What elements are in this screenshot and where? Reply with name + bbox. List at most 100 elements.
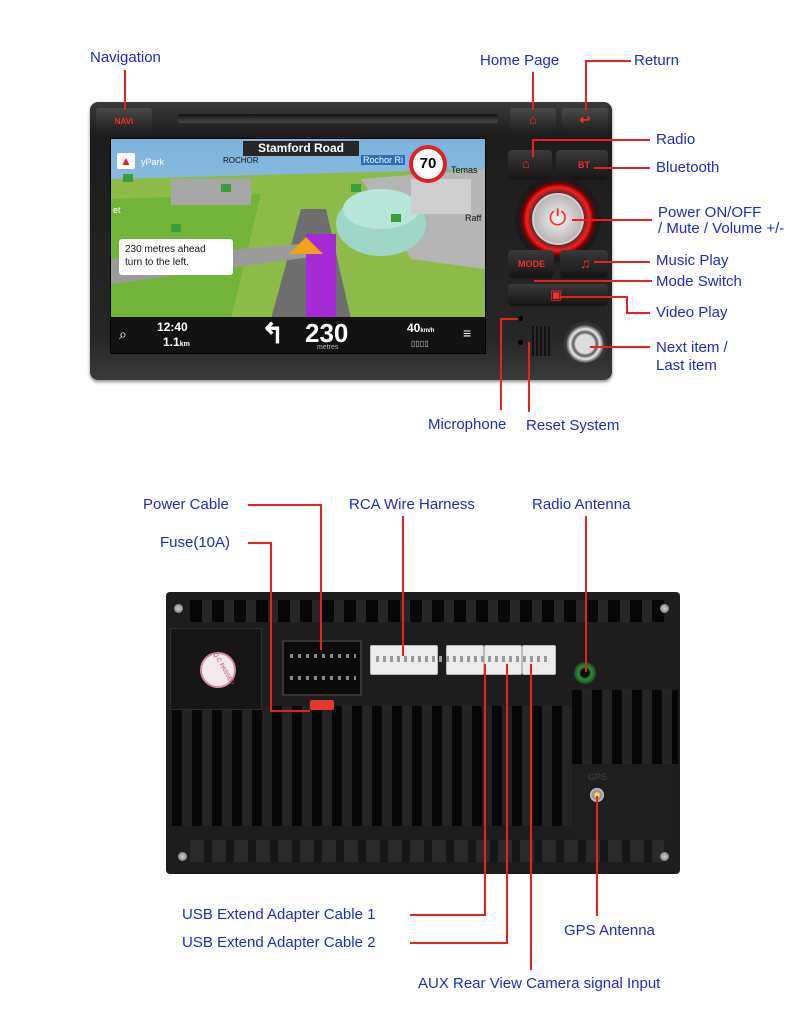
leader-fuse-v — [270, 542, 272, 712]
screw-top-right — [660, 604, 669, 613]
map-label-et: et — [113, 205, 121, 215]
map-label-temas: Temas — [451, 165, 478, 175]
speed-value: 40 — [407, 321, 421, 335]
video-button[interactable]: ▣ — [508, 284, 608, 306]
power-volume-knob[interactable]: ⏻ — [515, 176, 601, 262]
radio-icon: ⌂ — [522, 156, 530, 171]
return-button[interactable]: ↩ — [562, 108, 608, 132]
leader-next — [590, 346, 650, 348]
label-gps-antenna: GPS Antenna — [564, 922, 655, 939]
leader-usb1-v — [484, 664, 486, 916]
rear-right-fins — [572, 690, 678, 764]
label-fuse: Fuse(10A) — [160, 534, 231, 551]
leader-fuse-h1 — [248, 542, 272, 544]
leader-power — [572, 219, 652, 221]
turn-distance-unit: metres — [317, 344, 339, 351]
leader-home — [532, 72, 534, 110]
signal-icon: ▯▯▯▯ — [411, 339, 429, 348]
menu-icon[interactable]: ≡ — [463, 325, 472, 341]
leader-radio-antenna — [585, 516, 587, 672]
label-home-page: Home Page — [480, 52, 560, 69]
label-reset-system: Reset System — [526, 417, 620, 434]
leader-power-cable-h — [248, 504, 322, 506]
leader-power-cable-v — [320, 504, 322, 650]
instruction-line-2: turn to the left. — [125, 257, 189, 268]
power-icon: ⏻ — [549, 205, 567, 230]
radio-button[interactable]: ⌂ — [508, 150, 552, 180]
label-radio-antenna: Radio Antenna — [532, 496, 631, 513]
leader-radio-h — [532, 139, 650, 141]
leader-mic-v — [500, 318, 502, 410]
label-aux: AUX Rear View Camera signal Input — [418, 975, 661, 992]
label-bluetooth: Bluetooth — [656, 159, 720, 176]
speaker-grille — [532, 326, 552, 356]
bluetooth-button[interactable]: BT — [556, 150, 608, 180]
leader-aux-v — [530, 664, 532, 970]
music-button[interactable]: ♫ — [560, 250, 608, 278]
leader-fuse-h2 — [270, 710, 310, 712]
home-icon: ⌂ — [529, 112, 537, 127]
label-mode-switch: Mode Switch — [656, 273, 742, 290]
search-icon[interactable]: ⌕ — [119, 326, 127, 342]
screw-bottom-right — [660, 852, 669, 861]
leader-usb1-h — [410, 914, 486, 916]
power-pins-row-2 — [290, 676, 356, 680]
leader-music — [594, 261, 650, 263]
bt-label: BT — [578, 160, 590, 170]
leader-radio-v — [532, 139, 534, 157]
leader-navigation — [124, 70, 126, 110]
label-next-1: Next item / — [656, 339, 728, 356]
leader-mode — [534, 280, 652, 282]
distance-unit: km — [179, 341, 190, 348]
navi-button-label: NAVI — [114, 117, 134, 126]
rear-mid-fins — [172, 706, 572, 826]
disc-slot — [178, 114, 498, 123]
label-power-1: Power ON/OFF — [658, 204, 762, 221]
leader-return-v — [585, 60, 587, 110]
mode-button[interactable]: MODE — [508, 250, 554, 278]
current-speed: 40km/h — [407, 321, 434, 335]
return-icon: ↩ — [579, 112, 591, 127]
gps-port-label: GPS — [588, 772, 608, 782]
screw-bottom-left — [178, 852, 187, 861]
map-label-park: yPark — [141, 157, 165, 167]
leader-usb2-v — [506, 664, 508, 944]
reset-hole[interactable] — [518, 340, 523, 345]
connector-pins — [376, 656, 550, 662]
leader-usb2-h — [410, 942, 508, 944]
power-pins-row-1 — [290, 654, 356, 658]
leader-video-h1 — [560, 296, 628, 298]
mode-label: MODE — [518, 259, 545, 269]
power-cable-connector[interactable] — [282, 640, 362, 696]
label-microphone: Microphone — [428, 416, 507, 433]
turn-distance: 230 — [305, 318, 349, 348]
label-rca: RCA Wire Harness — [349, 496, 475, 513]
distance-remaining: 1.1km — [163, 335, 190, 349]
video-icon: ▣ — [550, 287, 563, 302]
distance-value: 1.1 — [163, 335, 180, 349]
map-label-rochor-ri: Rochor Ri — [361, 155, 406, 165]
street-name: Stamford Road — [243, 141, 359, 156]
leader-rca — [402, 516, 404, 656]
nav-bottom-bar: ⌕ 12:40 1.1km ↰ 230 metres 40km/h ▯▯▯▯ ≡ — [111, 317, 485, 353]
radio-antenna-port[interactable] — [574, 662, 596, 684]
navigation-screen[interactable]: Stamford Road 70 yPark ROCHOR Rochor Ri … — [110, 138, 486, 354]
leader-gps — [596, 796, 598, 916]
navi-button[interactable]: NAVI — [96, 108, 152, 132]
turn-left-icon: ↰ — [261, 318, 285, 349]
qc-passed-sticker: Q.C PASSED — [200, 652, 236, 688]
clock: 12:40 — [157, 320, 188, 334]
map-label-rochor: ROCHOR — [223, 156, 259, 165]
leader-video-h2 — [626, 312, 650, 314]
label-music-play: Music Play — [656, 252, 729, 269]
leader-bluetooth — [594, 167, 650, 169]
next-last-knob[interactable] — [563, 322, 607, 366]
label-next-2: Last item — [656, 357, 717, 374]
home-button[interactable]: ⌂ — [510, 108, 556, 132]
fuse[interactable] — [310, 700, 334, 710]
gps-antenna-port[interactable] — [590, 788, 604, 802]
warning-icon: ▲ — [117, 153, 135, 169]
label-usb-1: USB Extend Adapter Cable 1 — [182, 906, 376, 923]
label-power-2: / Mute / Volume +/- — [658, 220, 785, 237]
instruction-line-1: 230 metres ahead — [125, 244, 206, 255]
